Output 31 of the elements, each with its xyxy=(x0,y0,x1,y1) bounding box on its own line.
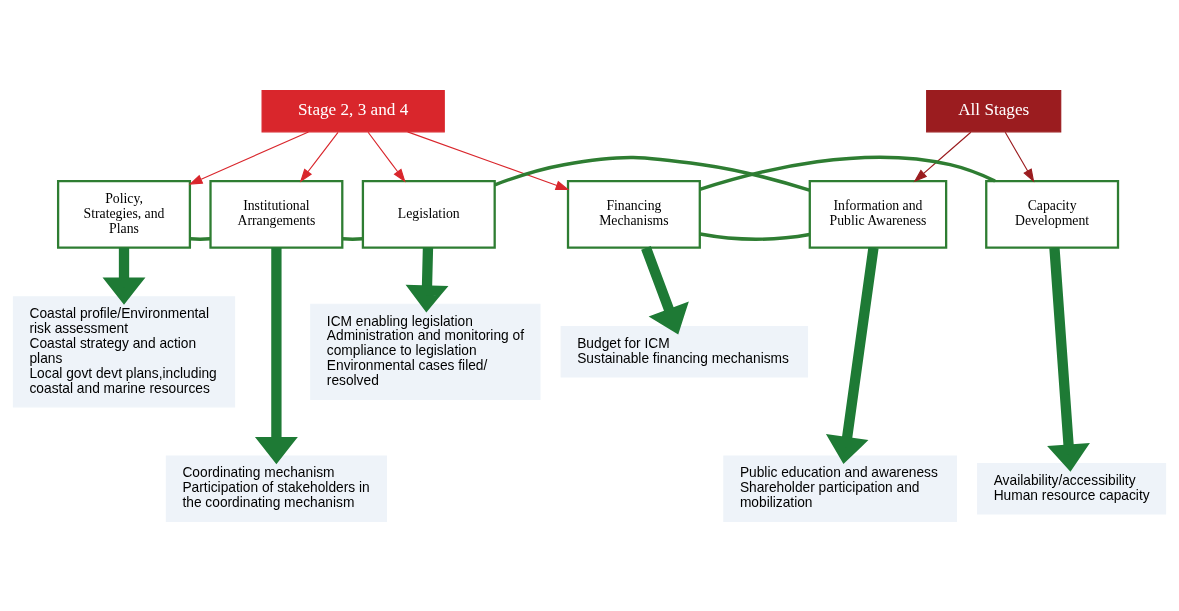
arrow xyxy=(405,247,449,313)
connector xyxy=(699,231,810,241)
node-box: Stage 2, 3 and 4 xyxy=(261,89,445,132)
node-box: Legislation xyxy=(361,179,496,249)
node-box: Public education and awareness Shareholder participation and mobilization xyxy=(723,455,958,522)
arrow xyxy=(254,247,298,464)
arrow xyxy=(1047,246,1090,472)
arrow xyxy=(102,247,146,305)
node-box: Financing Mechanisms xyxy=(566,179,701,249)
arrow xyxy=(913,131,972,182)
node-box: All Stages xyxy=(926,89,1062,132)
connector xyxy=(494,155,810,192)
node-box: Policy, Strategies, and Plans xyxy=(56,179,192,249)
node-box: Budget for ICM Sustainable financing mechanisms xyxy=(560,325,809,378)
node-box: Availability/accessibility Human resource capacity xyxy=(977,462,1167,515)
node-box: Institutional Arrangements xyxy=(209,179,344,249)
node-box: ICM enabling legislation Administration and monitoring of compliance to legislation Environmental cases filed/ resolved xyxy=(310,303,541,400)
node-box: Capacity Development xyxy=(985,179,1120,249)
arrow xyxy=(1004,131,1035,182)
node-box: Information and Public Awareness xyxy=(808,179,948,249)
node-box: Coastal profile/Environmental risk assessment Coastal strategy and action plans Local govt devt plans,including coastal and marine resources xyxy=(12,295,236,407)
connector xyxy=(699,155,996,191)
arrow xyxy=(188,130,309,185)
node-box: Coordinating mechanism Participation of stakeholders in the coordinating mechanism xyxy=(165,455,387,522)
arrow xyxy=(299,131,339,182)
connector xyxy=(342,236,363,241)
connector xyxy=(189,236,211,241)
arrow xyxy=(407,130,570,190)
arrow xyxy=(825,246,879,464)
arrow xyxy=(641,245,689,334)
arrow xyxy=(367,131,406,182)
